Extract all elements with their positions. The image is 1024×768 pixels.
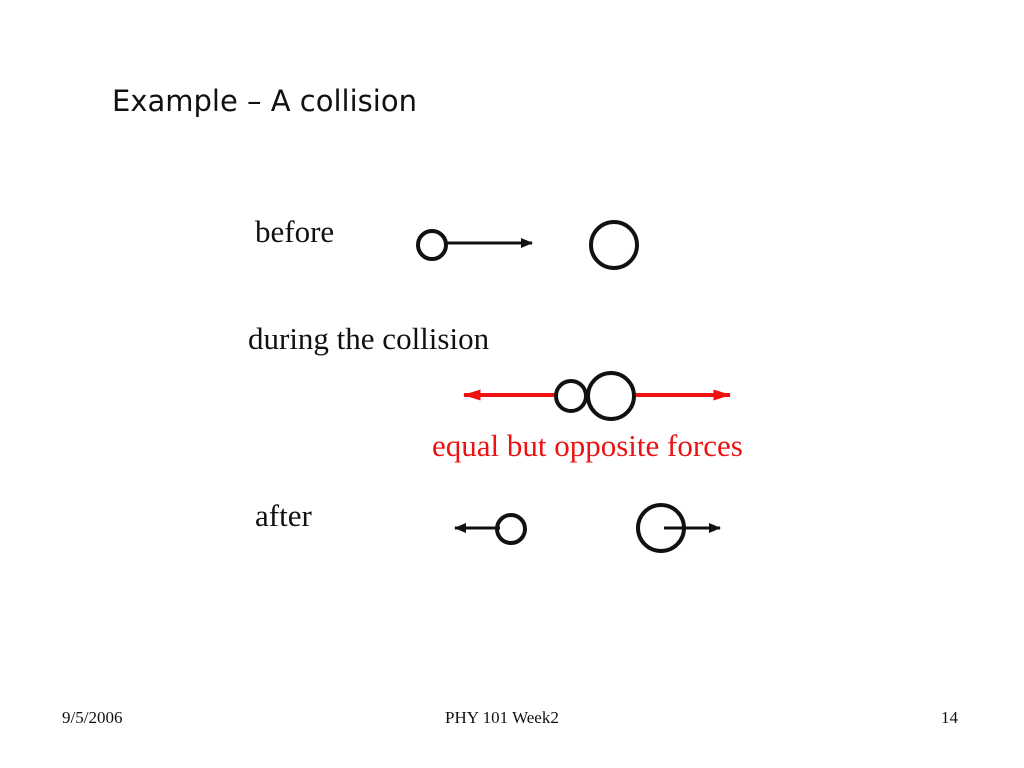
- small-ball-after: [495, 513, 527, 545]
- before-stage: [416, 220, 639, 270]
- after-label: after: [255, 498, 312, 533]
- slide-title: Example – A collision: [112, 84, 417, 118]
- during-label: during the collision: [248, 321, 490, 356]
- large-ball-before: [589, 220, 639, 270]
- force-caption: equal but opposite forces: [432, 428, 743, 463]
- after-stage: [454, 503, 721, 553]
- footer-date: 9/5/2006: [62, 708, 123, 727]
- small-ball-during: [554, 379, 588, 413]
- footer-course: PHY 101 Week2: [445, 708, 559, 727]
- before-label: before: [255, 214, 335, 249]
- during-stage: [462, 371, 732, 421]
- small-ball-before: [416, 229, 448, 261]
- footer-page-number: 14: [941, 708, 958, 727]
- large-ball-during: [586, 371, 636, 421]
